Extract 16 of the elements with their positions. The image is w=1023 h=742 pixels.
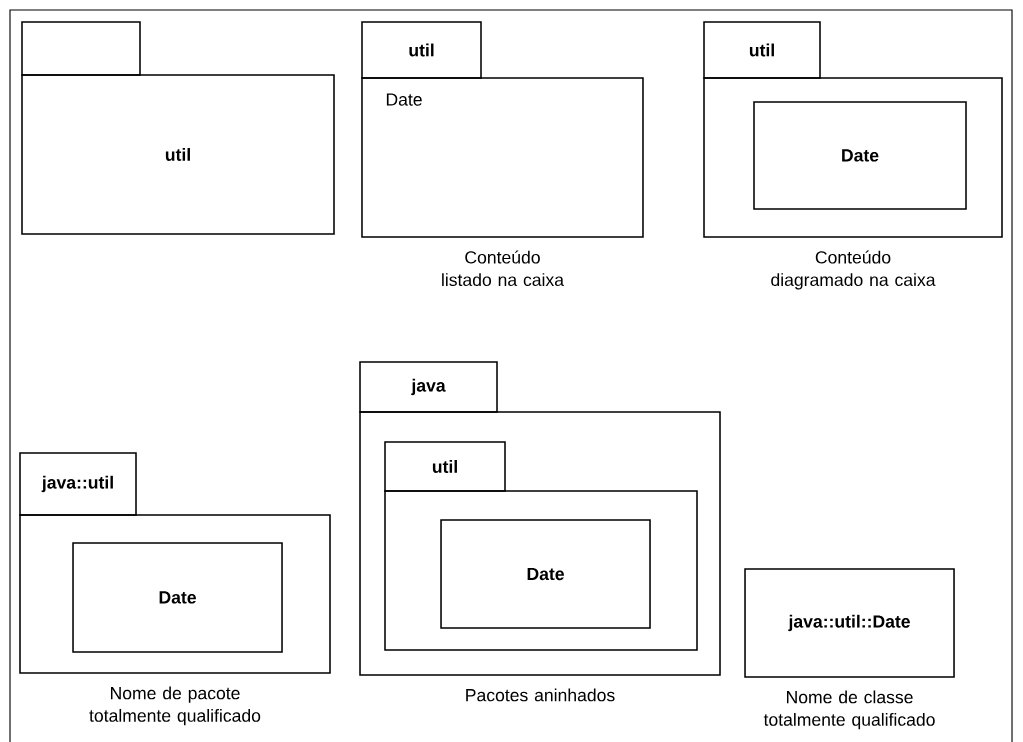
package-box: util [21, 21, 335, 235]
node-label: Nome de pacote totalmente qualificado [89, 686, 261, 726]
node-label: java [411, 378, 446, 396]
package-box: util Date [361, 21, 644, 238]
node-label: Nome de classe totalmente qualificado [763, 690, 935, 730]
node-label: java::util [41, 475, 113, 493]
class-box: java::util::Date [744, 568, 955, 678]
class-box: Date [72, 542, 283, 653]
node-label: Conteúdo diagramado na caixa [771, 250, 936, 290]
node-label: util [409, 43, 434, 57]
node-label: util [749, 43, 774, 57]
node-label: util [432, 460, 457, 473]
node-label: Conteúdo listado na caixa [442, 250, 564, 287]
class-box: Date [440, 519, 651, 629]
class-box: Date [753, 101, 967, 210]
node-label: Pacotes aninhados [466, 688, 615, 702]
